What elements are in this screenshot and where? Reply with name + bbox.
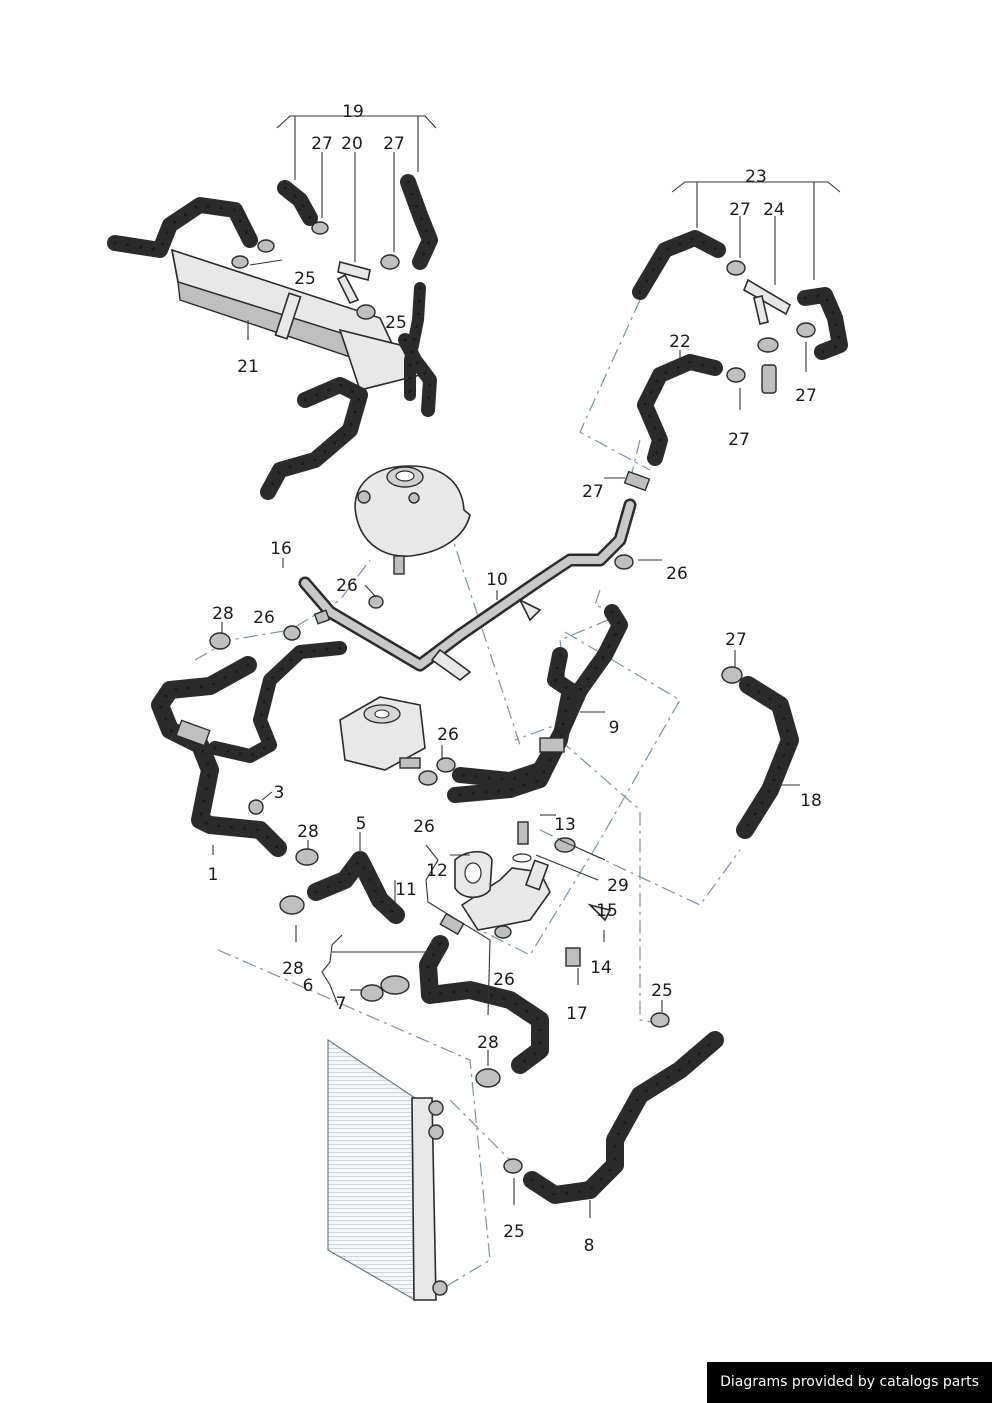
oil-cooler [339,696,426,771]
callout-6: 6 [303,976,314,996]
callout-27: 27 [729,200,751,220]
hose-18 [721,666,799,839]
callout-1: 1 [208,865,219,885]
callout-25: 25 [651,981,673,1001]
credit-banner: Diagrams provided by catalogs parts [707,1362,992,1403]
hose-9 [418,604,628,803]
callout-8: 8 [584,1236,595,1256]
callout-19: 19 [342,102,364,122]
hose-6 [360,912,549,1088]
callout-25: 25 [385,313,407,333]
callout-23: 23 [745,167,767,187]
callout-21: 21 [237,357,259,377]
pipe-10 [298,498,637,682]
callout-7: 7 [336,994,347,1014]
callout-20: 20 [341,134,363,154]
callout-3: 3 [274,783,285,803]
egr-cooler-21 [107,197,437,500]
callout-28: 28 [212,604,234,624]
expansion-tank [354,465,471,575]
callout-27: 27 [728,430,750,450]
callout-27: 27 [795,386,817,406]
callout-18: 18 [800,791,822,811]
hose-1 [151,625,347,866]
leader-lines [212,115,841,1218]
callout-9: 9 [609,718,620,738]
callout-24: 24 [763,200,785,220]
callout-22: 22 [669,332,691,352]
callout-25: 25 [294,269,316,289]
callout-16: 16 [270,539,292,559]
hose-group-23 [623,230,848,492]
callout-29: 29 [607,876,629,896]
callout-5: 5 [356,814,367,834]
callout-27: 27 [725,630,747,650]
callout-11: 11 [395,880,417,900]
callout-26: 26 [666,564,688,584]
callout-27: 27 [582,482,604,502]
callout-12: 12 [426,861,448,881]
callout-14: 14 [590,958,612,978]
hose-group-19 [231,174,438,320]
callout-25: 25 [503,1222,525,1242]
callout-10: 10 [486,570,508,590]
hose-8 [503,1012,724,1204]
callout-15: 15 [596,901,618,921]
hose-5-11 [279,851,405,924]
callout-17: 17 [566,1004,588,1024]
callout-26: 26 [437,725,459,745]
callout-26: 26 [253,608,275,628]
radiator [327,1038,448,1302]
callout-26: 26 [413,817,435,837]
callout-27: 27 [311,134,333,154]
callout-28: 28 [282,959,304,979]
callout-27: 27 [383,134,405,154]
thermostat-housing [454,821,612,967]
callout-labels: 19 27 20 27 25 25 21 23 27 24 22 27 27 2… [208,102,822,1256]
callout-26: 26 [493,970,515,990]
callout-28: 28 [477,1033,499,1053]
callout-13: 13 [554,815,576,835]
callout-28: 28 [297,822,319,842]
callout-26: 26 [336,576,358,596]
